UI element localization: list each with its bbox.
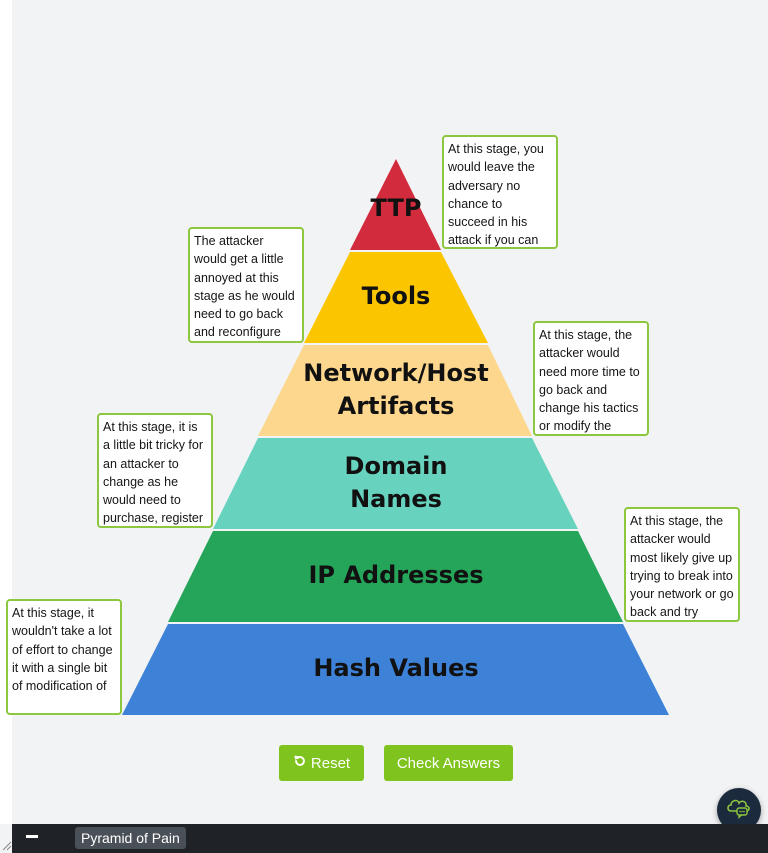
- taskbar-tab-pyramid-of-pain[interactable]: Pyramid of Pain: [75, 827, 186, 849]
- layer-ttp[interactable]: [350, 159, 441, 250]
- reset-button-label: Reset: [310, 754, 351, 772]
- minimize-icon[interactable]: [26, 835, 38, 838]
- layer-tools[interactable]: [304, 252, 488, 343]
- note-hash-values[interactable]: At this stage, it wouldn't take a lot of…: [6, 599, 122, 715]
- note-network-artifacts[interactable]: At this stage, the attacker would need m…: [533, 321, 649, 436]
- reset-button[interactable]: Reset: [279, 745, 364, 781]
- layer-label-tools: Tools: [361, 282, 431, 310]
- note-ip-addresses[interactable]: At this stage, the attacker would most l…: [624, 507, 740, 622]
- chat-icon: [726, 797, 752, 823]
- note-domain-names[interactable]: At this stage, it is a little bit tricky…: [97, 413, 213, 528]
- layer-network-artifacts[interactable]: [258, 345, 532, 436]
- pyramid-of-pain: [122, 159, 669, 715]
- layer-domain-names[interactable]: [213, 438, 578, 529]
- check-answers-label: Check Answers: [396, 754, 501, 772]
- layer-label-domain-names: Domain Names: [344, 452, 448, 513]
- note-tools[interactable]: The attacker would get a little annoyed …: [188, 227, 304, 343]
- check-answers-button[interactable]: Check Answers: [384, 745, 513, 781]
- layer-label-hash-values: Hash Values: [313, 654, 479, 682]
- layer-label-ttp: TTP: [370, 194, 422, 222]
- undo-icon: [293, 754, 307, 772]
- layer-hash-values[interactable]: [122, 624, 669, 715]
- layer-ip-addresses[interactable]: [168, 531, 623, 622]
- resize-grip-icon[interactable]: [2, 841, 12, 851]
- note-ttp[interactable]: At this stage, you would leave the adver…: [442, 135, 558, 249]
- layer-label-network-artifacts: Network/Host Artifacts: [303, 359, 489, 420]
- layer-label-ip-addresses: IP Addresses: [308, 561, 484, 589]
